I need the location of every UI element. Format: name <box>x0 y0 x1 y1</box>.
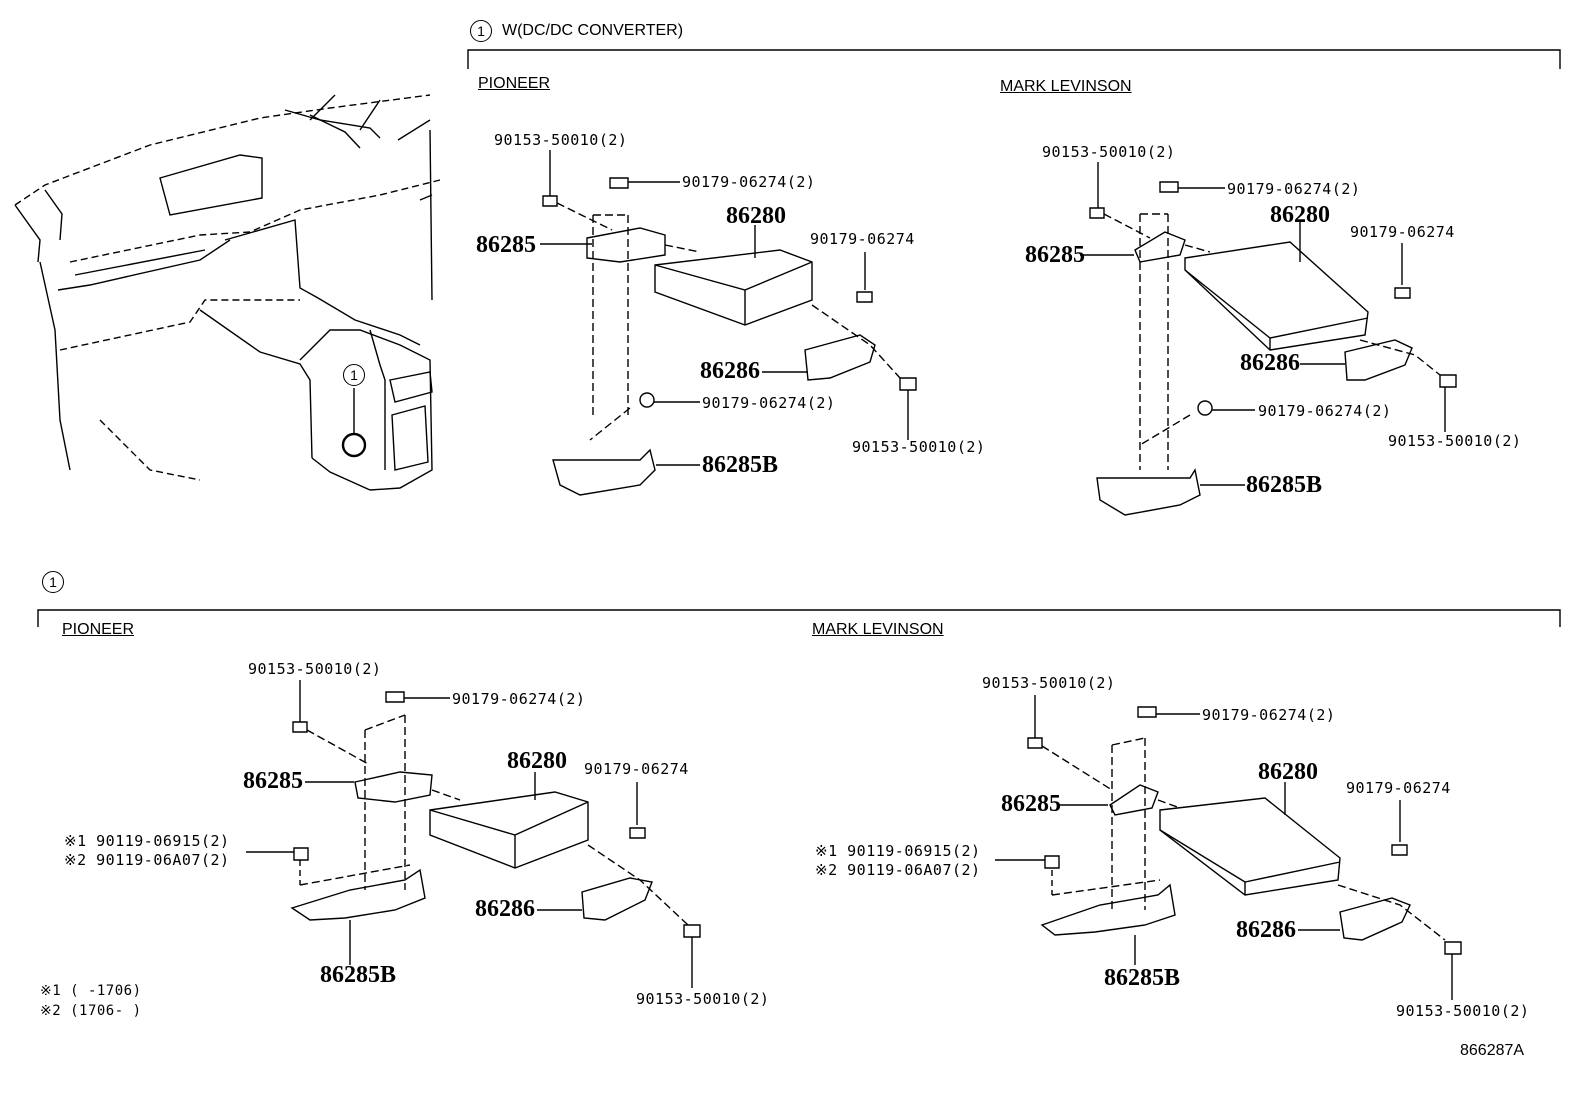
bottom-right-screw2: ※2 90119-06A07(2) <box>815 861 981 879</box>
bottom-left-bracket: 86285 <box>243 768 303 794</box>
bottom-right-bolt-a: 90153-50010(2) <box>982 674 1116 692</box>
bottom-left-section-title: PIONEER <box>62 621 135 638</box>
top-left-assembly <box>540 150 917 496</box>
top-right-bracket-b: 86285B <box>1246 472 1323 498</box>
top-right-assembly <box>1080 162 1457 516</box>
top-left-bolt-a: 90153-50010(2) <box>494 131 628 149</box>
bottom-left-assembly <box>246 680 701 988</box>
top-right-amp: 86280 <box>1270 202 1330 228</box>
top-right-bolt-b: 90153-50010(2) <box>1388 432 1522 450</box>
bottom-right-bracket: 86285 <box>1001 791 1061 817</box>
top-right-nut-b: 90179-06274 <box>1350 223 1455 241</box>
top-right-nut-a: 90179-06274(2) <box>1227 180 1361 198</box>
top-title: W(DC/DC CONVERTER) <box>502 22 684 39</box>
bottom-left-bolt-a: 90153-50010(2) <box>248 660 382 678</box>
bottom-right-bracket2: 86286 <box>1236 917 1296 943</box>
top-left-nut-c: 90179-06274(2) <box>702 394 836 412</box>
bottom-left-bolt-b: 90153-50010(2) <box>636 990 770 1008</box>
top-left-section-title: PIONEER <box>478 75 551 92</box>
top-left-bracket2: 86286 <box>700 358 760 384</box>
bottom-right-nut-b: 90179-06274 <box>1346 779 1451 797</box>
bottom-right-screw1: ※1 90119-06915(2) <box>815 842 981 860</box>
bottom-right-bracket-b: 86285B <box>1104 965 1181 991</box>
top-left-amp: 86280 <box>726 203 786 229</box>
top-right-section-title: MARK LEVINSON <box>1000 78 1132 95</box>
reference-code: 866287A <box>1460 1042 1525 1059</box>
bottom-left-bracket2: 86286 <box>475 896 535 922</box>
inset-marker: 1 <box>343 364 365 386</box>
note-2: ※2 (1706- ) <box>40 1003 142 1019</box>
bottom-marker: 1 <box>42 571 64 593</box>
top-left-bracket: 86285 <box>476 232 536 258</box>
top-left-bolt-b: 90153-50010(2) <box>852 438 986 456</box>
dashboard-inset <box>14 94 441 491</box>
bottom-left-nut-b: 90179-06274 <box>584 760 689 778</box>
bottom-right-nut-a: 90179-06274(2) <box>1202 706 1336 724</box>
bottom-right-amp: 86280 <box>1258 759 1318 785</box>
top-section-frame <box>467 49 1561 69</box>
top-left-nut-a: 90179-06274(2) <box>682 173 816 191</box>
bottom-right-section-title: MARK LEVINSON <box>812 621 944 638</box>
bottom-left-amp: 86280 <box>507 748 567 774</box>
top-right-bracket2: 86286 <box>1240 350 1300 376</box>
bottom-right-assembly <box>995 695 1462 1000</box>
top-marker: 1 <box>470 20 492 42</box>
top-right-bracket: 86285 <box>1025 242 1085 268</box>
top-right-nut-c: 90179-06274(2) <box>1258 402 1392 420</box>
bottom-left-nut-a: 90179-06274(2) <box>452 690 586 708</box>
note-1: ※1 ( -1706) <box>40 983 142 999</box>
top-left-bracket-b: 86285B <box>702 452 779 478</box>
top-right-bolt-a: 90153-50010(2) <box>1042 143 1176 161</box>
top-left-nut-b: 90179-06274 <box>810 230 915 248</box>
bottom-section-frame <box>37 609 1561 627</box>
bottom-left-bracket-b: 86285B <box>320 962 397 988</box>
bottom-left-screw1: ※1 90119-06915(2) <box>64 832 230 850</box>
bottom-left-screw2: ※2 90119-06A07(2) <box>64 851 230 869</box>
bottom-right-bolt-b: 90153-50010(2) <box>1396 1002 1530 1020</box>
